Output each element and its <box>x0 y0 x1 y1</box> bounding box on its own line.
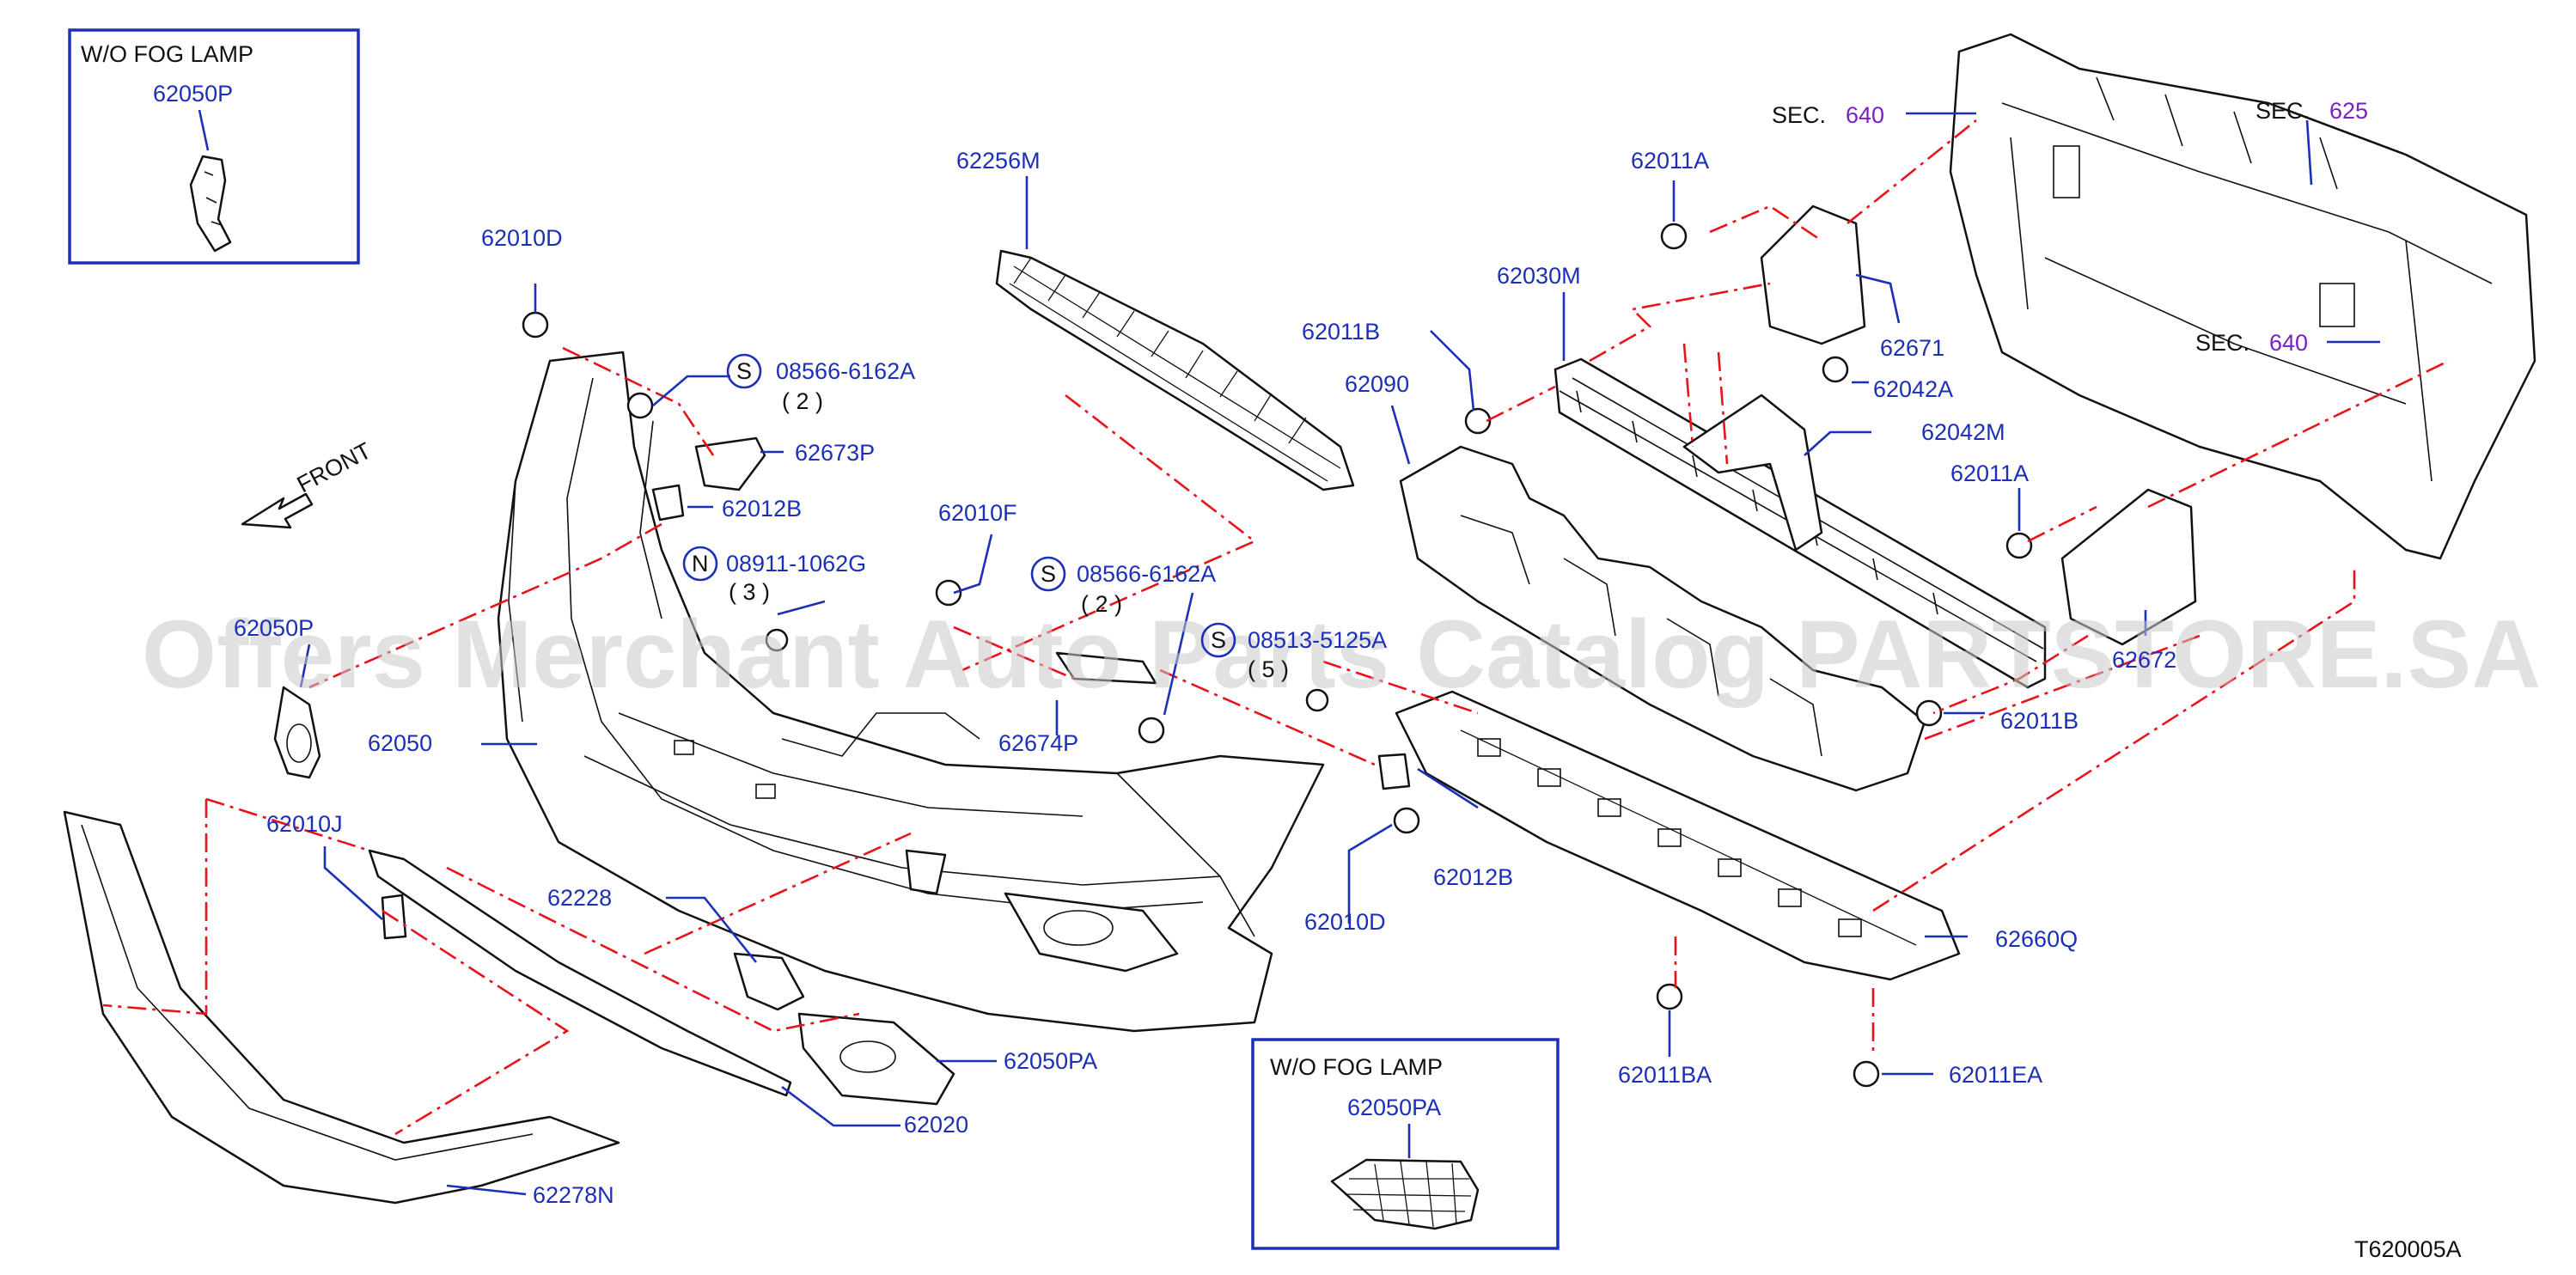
grille-strip-62020[interactable] <box>368 849 792 1097</box>
grille-62256M[interactable] <box>995 249 1355 491</box>
bracket-62671[interactable] <box>1760 204 1866 345</box>
part-label-62011A-mid[interactable]: 62011A <box>1950 461 2029 486</box>
bracket-62672[interactable] <box>2060 488 2197 646</box>
inset-without-fog-lamp-top: W/O FOG LAMP 62050P <box>68 28 360 265</box>
circle-mark-n1 <box>682 546 718 582</box>
part-label-62278N[interactable]: 62278N <box>533 1182 614 1208</box>
fasteners <box>522 223 2033 1088</box>
under-cover-62660Q[interactable] <box>1395 690 1961 981</box>
part-label-62010F[interactable]: 62010F <box>938 500 1017 526</box>
circle-mark-s2-text: S <box>1041 561 1056 587</box>
qty-08566-b: ( 2 ) <box>1081 591 1122 617</box>
bracket-62674P[interactable] <box>1055 651 1157 685</box>
part-label-62011A-top[interactable]: 62011A <box>1631 148 1709 174</box>
part-label-62256M[interactable]: 62256M <box>956 148 1041 174</box>
front-label: FRONT <box>293 437 375 497</box>
part-label-62030M[interactable]: 62030M <box>1497 263 1581 289</box>
part-label-62050P[interactable]: 62050P <box>234 615 314 641</box>
part-label-62012B-bot[interactable]: 62012B <box>1433 864 1513 890</box>
part-label-62660Q[interactable]: 62660Q <box>1995 926 2078 952</box>
bracket-62673P[interactable] <box>694 436 766 491</box>
part-label-08566-6162A-b[interactable]: 08566-6162A <box>1077 561 1216 587</box>
clip-62012B-bot[interactable] <box>1377 753 1411 790</box>
part-label-62673P[interactable]: 62673P <box>795 440 875 466</box>
part-label-08566-6162A-a[interactable]: 08566-6162A <box>776 358 915 384</box>
part-label-62672[interactable]: 62672 <box>2112 647 2176 673</box>
part-label-62012B-top[interactable]: 62012B <box>722 496 802 522</box>
circle-mark-n1-text: N <box>692 551 709 576</box>
part-label-62050PA-inset[interactable]: 62050PA <box>1347 1095 1441 1120</box>
part-label-62674P[interactable]: 62674P <box>998 730 1078 756</box>
sec-625-prefix: SEC. <box>2256 98 2310 124</box>
callout-labels: 62010D S 08566-6162A ( 2 ) 62673P 62012B… <box>234 148 2176 1208</box>
sec-640-top-prefix: SEC. <box>1772 102 1826 128</box>
sec-640-right-link[interactable]: 640 <box>2269 330 2308 356</box>
leader-lines <box>299 112 2380 1196</box>
qty-08566-a: ( 2 ) <box>782 388 823 414</box>
circle-mark-s3 <box>1200 622 1236 658</box>
fog-cover-left-part[interactable] <box>189 155 232 253</box>
clip-62010J[interactable] <box>381 894 407 940</box>
part-label-62010J[interactable]: 62010J <box>266 811 343 837</box>
circle-mark-s3-text: S <box>1211 627 1226 653</box>
part-label-62228[interactable]: 62228 <box>547 885 612 911</box>
circle-mark-s2 <box>1030 556 1066 592</box>
part-label-62011BA[interactable]: 62011BA <box>1618 1062 1712 1088</box>
part-label-62042A[interactable]: 62042A <box>1873 376 1953 402</box>
inset-title: W/O FOG LAMP <box>81 41 253 67</box>
part-label-62020[interactable]: 62020 <box>904 1112 968 1138</box>
part-label-62011EA[interactable]: 62011EA <box>1949 1062 2042 1088</box>
part-label-62010D-top[interactable]: 62010D <box>481 225 563 251</box>
part-label-62671[interactable]: 62671 <box>1880 335 1944 361</box>
part-label-62050P-inset[interactable]: 62050P <box>153 81 233 107</box>
inset-without-fog-lamp-bottom: W/O FOG LAMP 62050PA <box>1251 1038 1560 1250</box>
part-label-08911-1062G[interactable]: 08911-1062G <box>726 551 866 576</box>
energy-absorber-62090[interactable] <box>1399 445 1926 792</box>
watermark: Offers Merchant Auto Parts Catalog PARTS… <box>142 601 2541 708</box>
bumper-fascia-62050[interactable] <box>497 351 1325 1033</box>
sec-640-right-prefix: SEC. <box>2195 330 2249 356</box>
sec-625-link[interactable]: 625 <box>2329 98 2368 124</box>
qty-08911: ( 3 ) <box>729 579 770 605</box>
part-label-62011B-mid[interactable]: 62011B <box>2000 708 2079 734</box>
fog-cover-right-62050PA[interactable] <box>797 1012 955 1106</box>
part-label-62042M[interactable]: 62042M <box>1921 419 2005 445</box>
circle-mark-s1-text: S <box>736 358 752 384</box>
clip-62012B-top[interactable] <box>651 484 685 522</box>
circle-mark-s1 <box>726 353 762 389</box>
part-label-62050PA[interactable]: 62050PA <box>1004 1048 1097 1074</box>
section-references: SEC. 640 SEC. 625 SEC. 640 <box>1772 98 2368 356</box>
diagram-code: T620005A <box>2354 1236 2462 1262</box>
part-label-62010D-bot[interactable]: 62010D <box>1304 909 1386 935</box>
inset-title-bottom: W/O FOG LAMP <box>1270 1054 1443 1080</box>
part-62228[interactable] <box>733 952 805 1011</box>
part-label-62090[interactable]: 62090 <box>1345 371 1409 397</box>
part-label-08513-5125A[interactable]: 08513-5125A <box>1248 627 1387 653</box>
radiator-core-support-frame <box>1949 33 2536 560</box>
lower-spoiler-62278N[interactable] <box>63 810 620 1205</box>
qty-08513: ( 5 ) <box>1248 656 1289 682</box>
assembly-lines <box>102 119 2450 1136</box>
part-label-62050[interactable]: 62050 <box>368 730 432 756</box>
part-label-62011B-top[interactable]: 62011B <box>1302 319 1380 345</box>
stay-62042M[interactable] <box>1682 393 1823 552</box>
front-direction-indicator: FRONT <box>241 437 375 529</box>
sec-640-top-link[interactable]: 640 <box>1846 102 1884 128</box>
